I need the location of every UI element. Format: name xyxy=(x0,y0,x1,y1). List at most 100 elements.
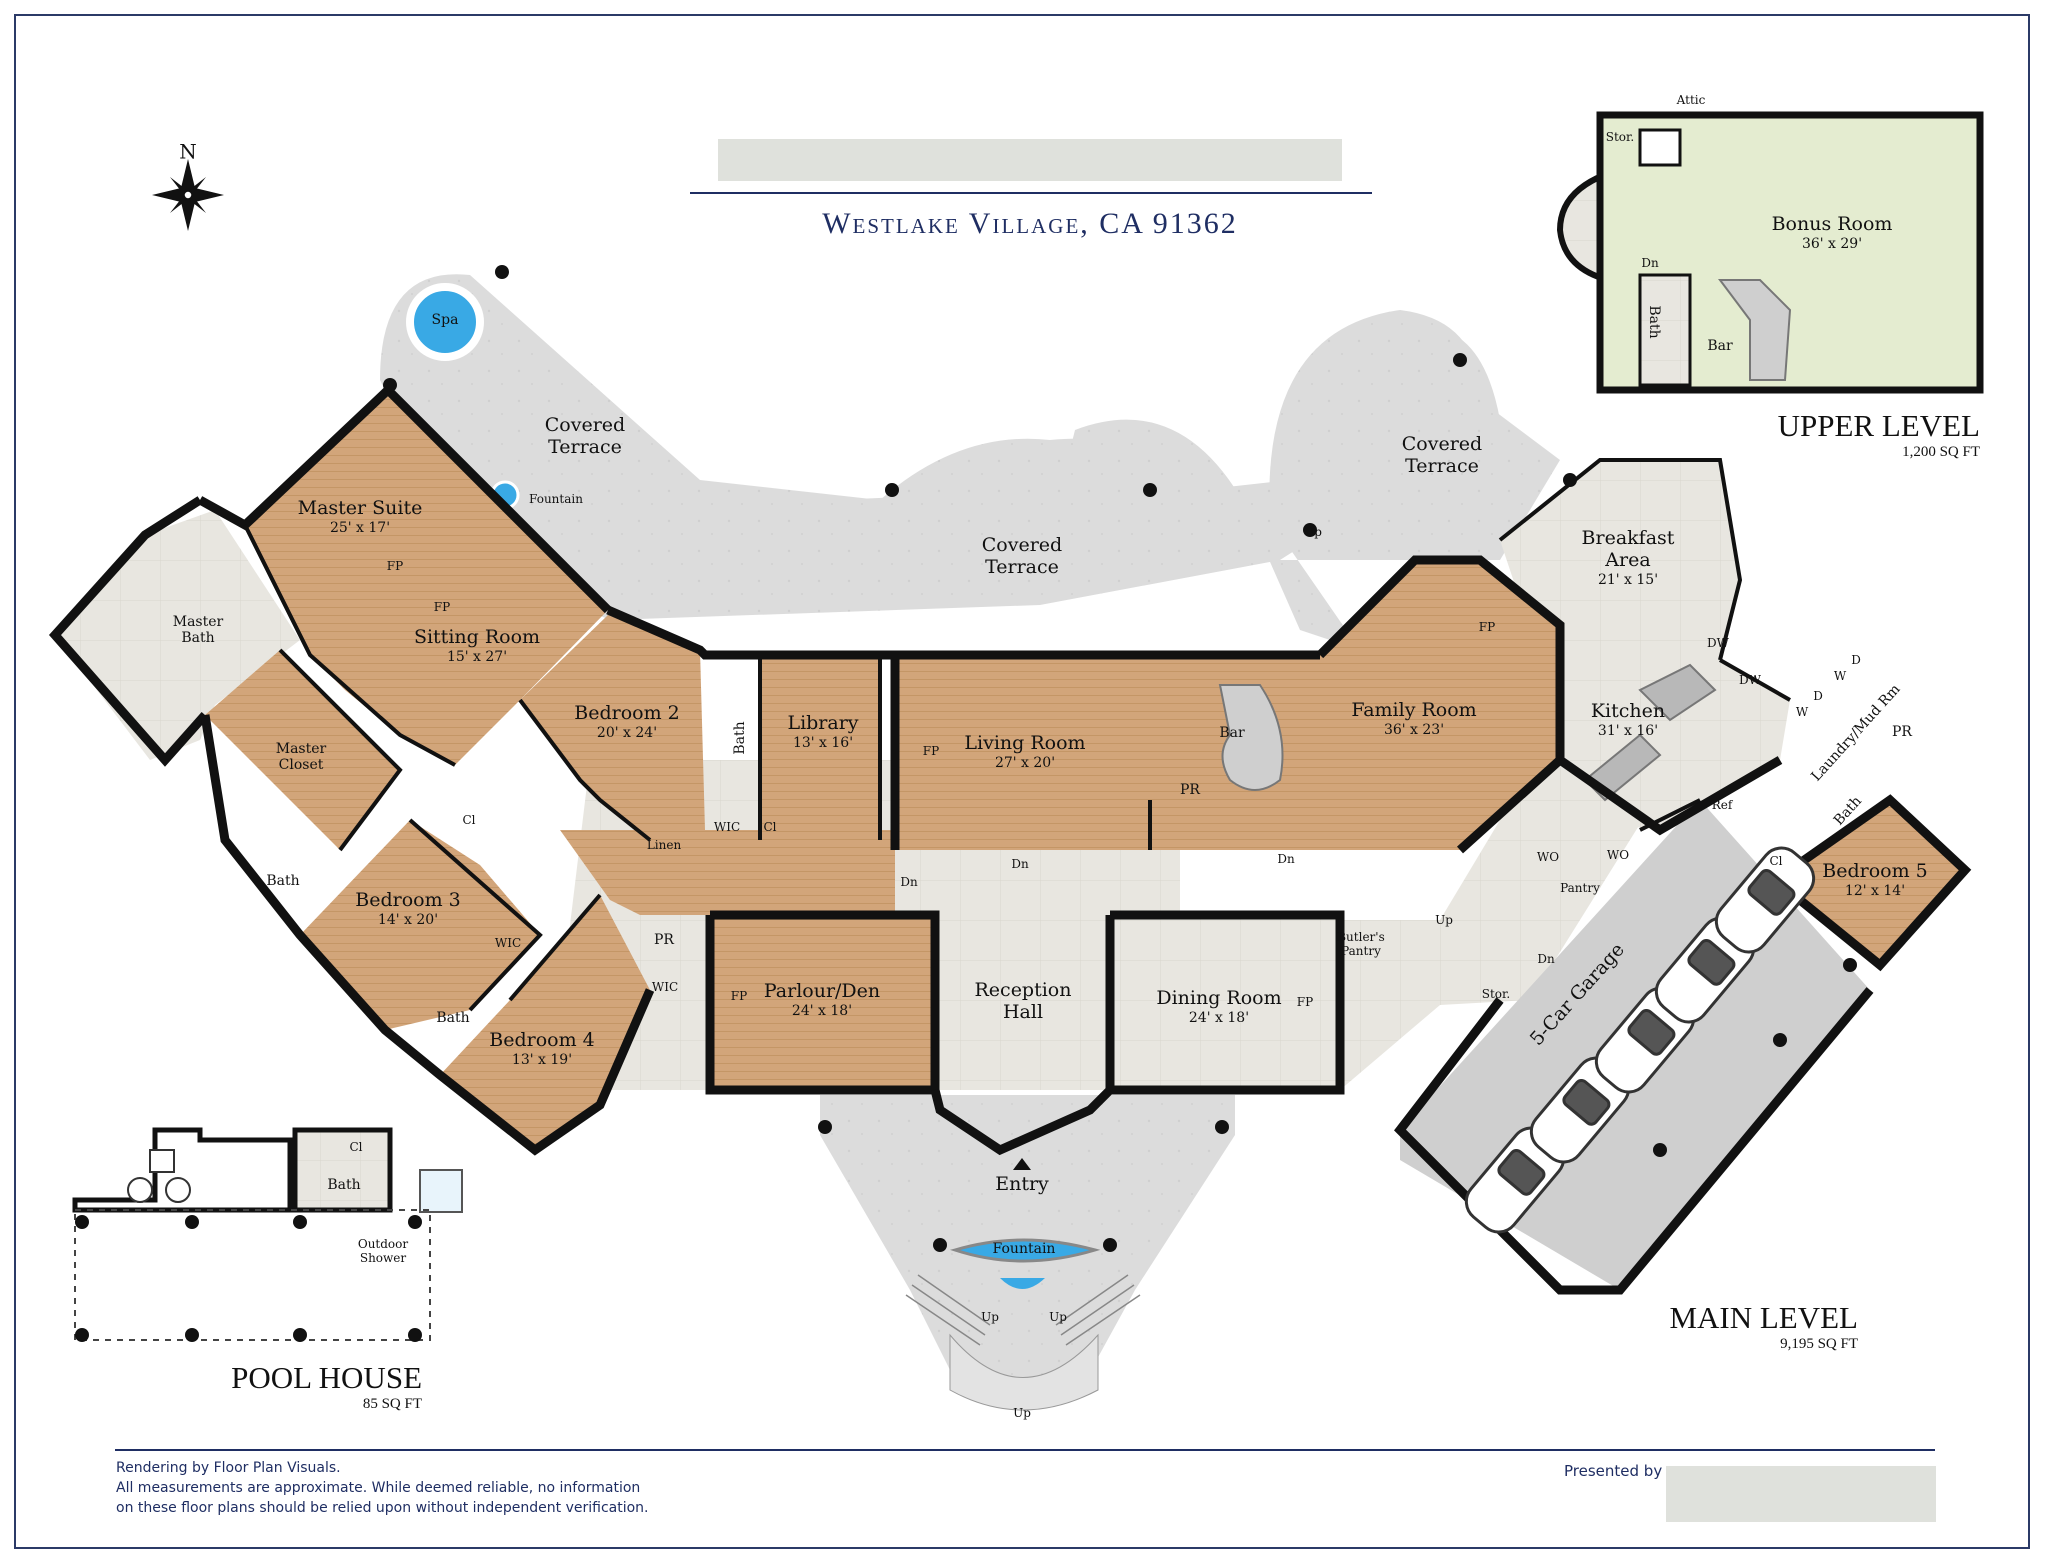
spa-label: Spa xyxy=(431,311,459,328)
master-bath-secondary-label: Bath xyxy=(266,872,300,889)
stor-upper: Stor. xyxy=(1605,130,1635,145)
fp-parlour: FP xyxy=(730,989,748,1004)
powder-room-laundry: PR xyxy=(1892,723,1912,740)
wic-library: WIC xyxy=(713,820,741,835)
covered-terrace-center: Covered Terrace xyxy=(981,534,1063,578)
stor-main: Stor. xyxy=(1481,987,1511,1002)
up-stair-dining: Up xyxy=(1435,913,1453,928)
fp-master: FP xyxy=(386,559,404,574)
bedroom2-floor xyxy=(520,615,705,840)
pool-bath-label: Bath xyxy=(327,1176,361,1193)
attic-label: Attic xyxy=(1676,93,1706,108)
wo-label-1: WO xyxy=(1536,850,1560,865)
ref-label: Ref xyxy=(1711,798,1733,813)
rendering-credit: Rendering by Floor Plan Visuals. All mea… xyxy=(116,1460,649,1516)
outdoor-shower-label: Outdoor Shower xyxy=(357,1237,409,1265)
spa-pool xyxy=(406,283,484,361)
wo-label-2: WO xyxy=(1606,848,1630,863)
parlour-floor xyxy=(710,915,935,1090)
library-floor xyxy=(760,655,880,840)
fp-dining: FP xyxy=(1296,995,1314,1010)
garage-cars xyxy=(1464,846,1816,1234)
stairs-up-right: Up xyxy=(1049,1310,1067,1325)
powder-room-family: PR xyxy=(1180,781,1200,798)
dryer-label-2: D xyxy=(1851,653,1861,668)
bar-counter xyxy=(1218,684,1284,791)
bath-near-library: Bath xyxy=(731,721,748,755)
terrace-up-label: Up xyxy=(1304,525,1322,540)
compass-north-label: N xyxy=(179,139,197,164)
walls xyxy=(48,386,1972,1295)
dw-label-2: DW xyxy=(1739,673,1761,688)
dn-living: Dn xyxy=(1011,857,1029,872)
stairs-up-bottom: Up xyxy=(1013,1406,1031,1421)
dw-label-1: DW xyxy=(1707,636,1729,651)
closet-bedroom5: Cl xyxy=(1769,854,1783,869)
header-plate xyxy=(718,139,1342,181)
dn-hall: Dn xyxy=(900,875,918,890)
fp-family: FP xyxy=(1478,620,1496,635)
bar-label: Bar xyxy=(1219,724,1245,741)
master-closet-label: Master Closet xyxy=(275,740,327,773)
reception-hall-label: Reception Hall xyxy=(974,979,1072,1023)
bedroom4-floor xyxy=(440,895,650,1150)
entry-fountain-label: Fountain xyxy=(992,1240,1056,1257)
entry-court xyxy=(820,1095,1235,1411)
washer-label: W xyxy=(1795,705,1809,720)
upper-bar-label: Bar xyxy=(1707,337,1733,354)
powder-room-parlour: PR xyxy=(654,931,674,948)
closet-bedroom3: Cl xyxy=(462,813,476,828)
fp-living: FP xyxy=(922,744,940,759)
entry-fountain xyxy=(949,1238,1101,1263)
stairs-up-left: Up xyxy=(981,1310,999,1325)
entry-label: Entry xyxy=(995,1173,1049,1196)
bedroom3-floor xyxy=(300,820,540,1030)
covered-terrace-west: Covered Terrace xyxy=(544,414,626,458)
terrace-columns xyxy=(383,265,1857,1252)
bath-bedroom4: Bath xyxy=(436,1009,470,1026)
pantry-label: Pantry xyxy=(1560,881,1600,896)
compass-rose xyxy=(152,159,224,231)
covered-terrace-east: Covered Terrace xyxy=(1401,433,1483,477)
dining-floor xyxy=(1110,915,1340,1090)
closet-library: Cl xyxy=(763,820,777,835)
butlers-pantry-label: Butler's Pantry xyxy=(1337,930,1385,958)
wic-bedroom3: WIC xyxy=(494,936,522,951)
terrace-fountain-label: Fountain xyxy=(529,492,583,507)
page-border xyxy=(14,14,2030,1549)
dn-stor: Dn xyxy=(1537,952,1555,967)
presented-by-label: Presented by xyxy=(1564,1462,1663,1480)
presenter-plate xyxy=(1666,1466,1936,1522)
dn-family: Dn xyxy=(1277,852,1295,867)
washer-label-2: W xyxy=(1833,669,1847,684)
dn-upper: Dn xyxy=(1641,256,1659,271)
covered-terrace-area xyxy=(380,274,1560,650)
upper-bath-label: Bath xyxy=(1646,305,1663,339)
address-subtitle: Westlake Village, CA 91362 xyxy=(822,207,1238,240)
fp-sitting: FP xyxy=(433,600,451,615)
closet-pool: Cl xyxy=(349,1140,363,1155)
wic-parlour: WIC xyxy=(651,980,679,995)
upper-level-plan xyxy=(1556,111,1984,394)
master-closet-floor xyxy=(205,650,400,850)
master-suite-floor xyxy=(245,395,608,765)
